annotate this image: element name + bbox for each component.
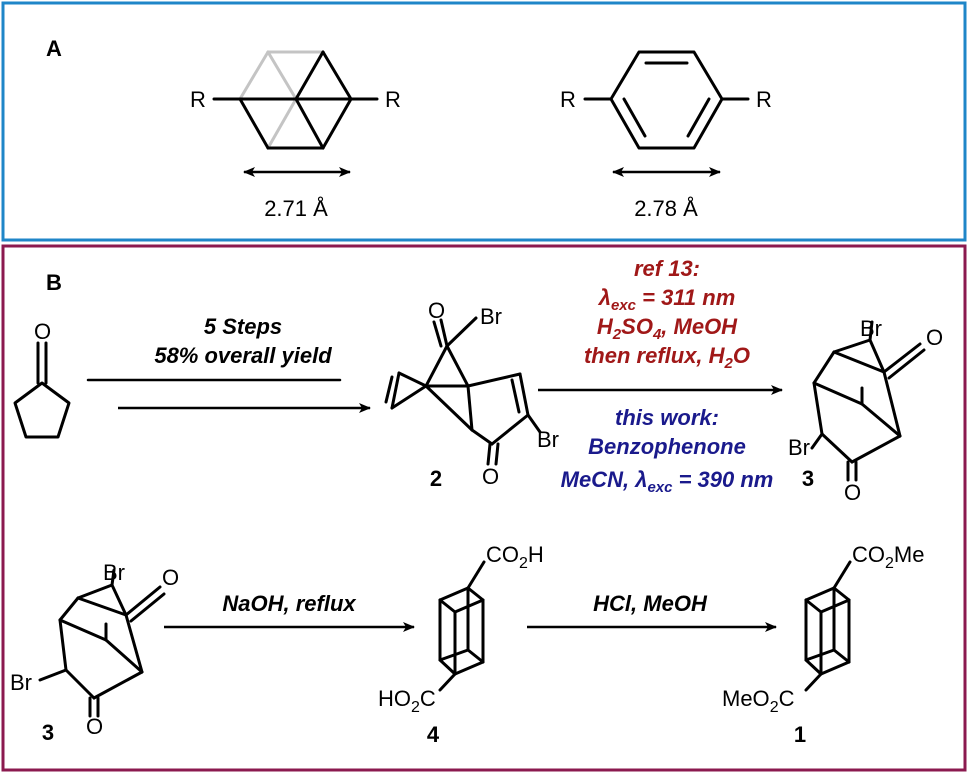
ref-acid: H2SO4, MeOH [597,314,738,343]
ref-wavelength: λexc = 311 nm [598,285,736,314]
compound-3-top-o-bottom: O [844,480,861,505]
compound-3-bottom-o-right: O [162,565,179,590]
ref-reflux: then reflux, H2O [584,343,750,372]
work-conditions: MeCN, λexc = 390 nm [561,467,774,496]
compound-4-structure: CO2H HO2C 4 [378,542,544,747]
benzene-structure: R R 2.78 Å [560,50,772,221]
compound-2-br-top: Br [480,304,502,329]
compound-3-bottom-number: 3 [42,720,54,745]
panel-b: B O 5 Steps 58% overall yield [1,244,967,772]
step1-conditions: 5 Steps 58% overall yield [86,314,371,413]
step1-steps: 5 Steps [204,314,282,339]
propellane-structure: R R 2.71 Å [190,50,401,221]
compound-3-top-br-top: Br [860,316,882,341]
panel-b-label: B [46,270,62,295]
compound-1-number: 1 [794,722,806,747]
compound-2-o-bottom: O [482,464,499,489]
work-sensitizer: Benzophenone [588,434,746,459]
compound-3-bottom-br-left: Br [10,670,32,695]
step4-conditions: HCl, MeOH [527,591,777,632]
benzene-distance: 2.78 Å [634,196,698,221]
compound-4-number: 4 [427,722,440,747]
step1-yield: 58% overall yield [154,343,332,368]
propellane-r-left: R [190,87,206,112]
compound-2-structure: O Br Br O 2 [384,298,559,491]
compound-2-o-top: O [428,298,445,323]
compound-4-top-group: CO2H [486,542,544,572]
compound-3-bottom-br-top: Br [103,560,125,585]
compound-3-bottom-o-bottom: O [86,714,103,739]
panel-a-border [1,1,967,242]
compound-2-number: 2 [430,466,442,491]
compound-1-structure: CO2Me MeO2C 1 [722,542,924,747]
ref-label: ref 13: [634,256,700,281]
panel-a: A R R 2.71 Å [1,1,967,242]
compound-1-top-group: CO2Me [852,542,924,572]
compound-3-top-o-right: O [926,325,943,350]
compound-3-top-br-left: Br [788,435,810,460]
step4-label: HCl, MeOH [593,591,708,616]
compound-3-bottom-structure: Br O Br O 3 [10,560,179,745]
panel-a-label: A [46,36,62,61]
compound-1-bottom-group: MeO2C [722,686,795,716]
compound-4-bottom-group: HO2C [378,686,436,716]
panel-b-border [1,244,967,772]
photo-step-conditions: ref 13: λexc = 311 nm H2SO4, MeOH then r… [538,256,783,496]
work-label: this work: [615,405,719,430]
compound-3-top-number: 3 [802,466,814,491]
benzene-r-left: R [560,87,576,112]
compound-3-top-structure: Br O Br O 3 [788,316,943,505]
propellane-distance: 2.71 Å [264,196,328,221]
cyclopentanone-structure: O [13,319,71,439]
compound-2-br-right: Br [537,427,559,452]
step3-label: NaOH, reflux [222,591,356,616]
cyclopentanone-oxygen: O [34,319,51,344]
propellane-r-right: R [385,87,401,112]
benzene-r-right: R [756,87,772,112]
step3-conditions: NaOH, reflux [164,591,415,632]
